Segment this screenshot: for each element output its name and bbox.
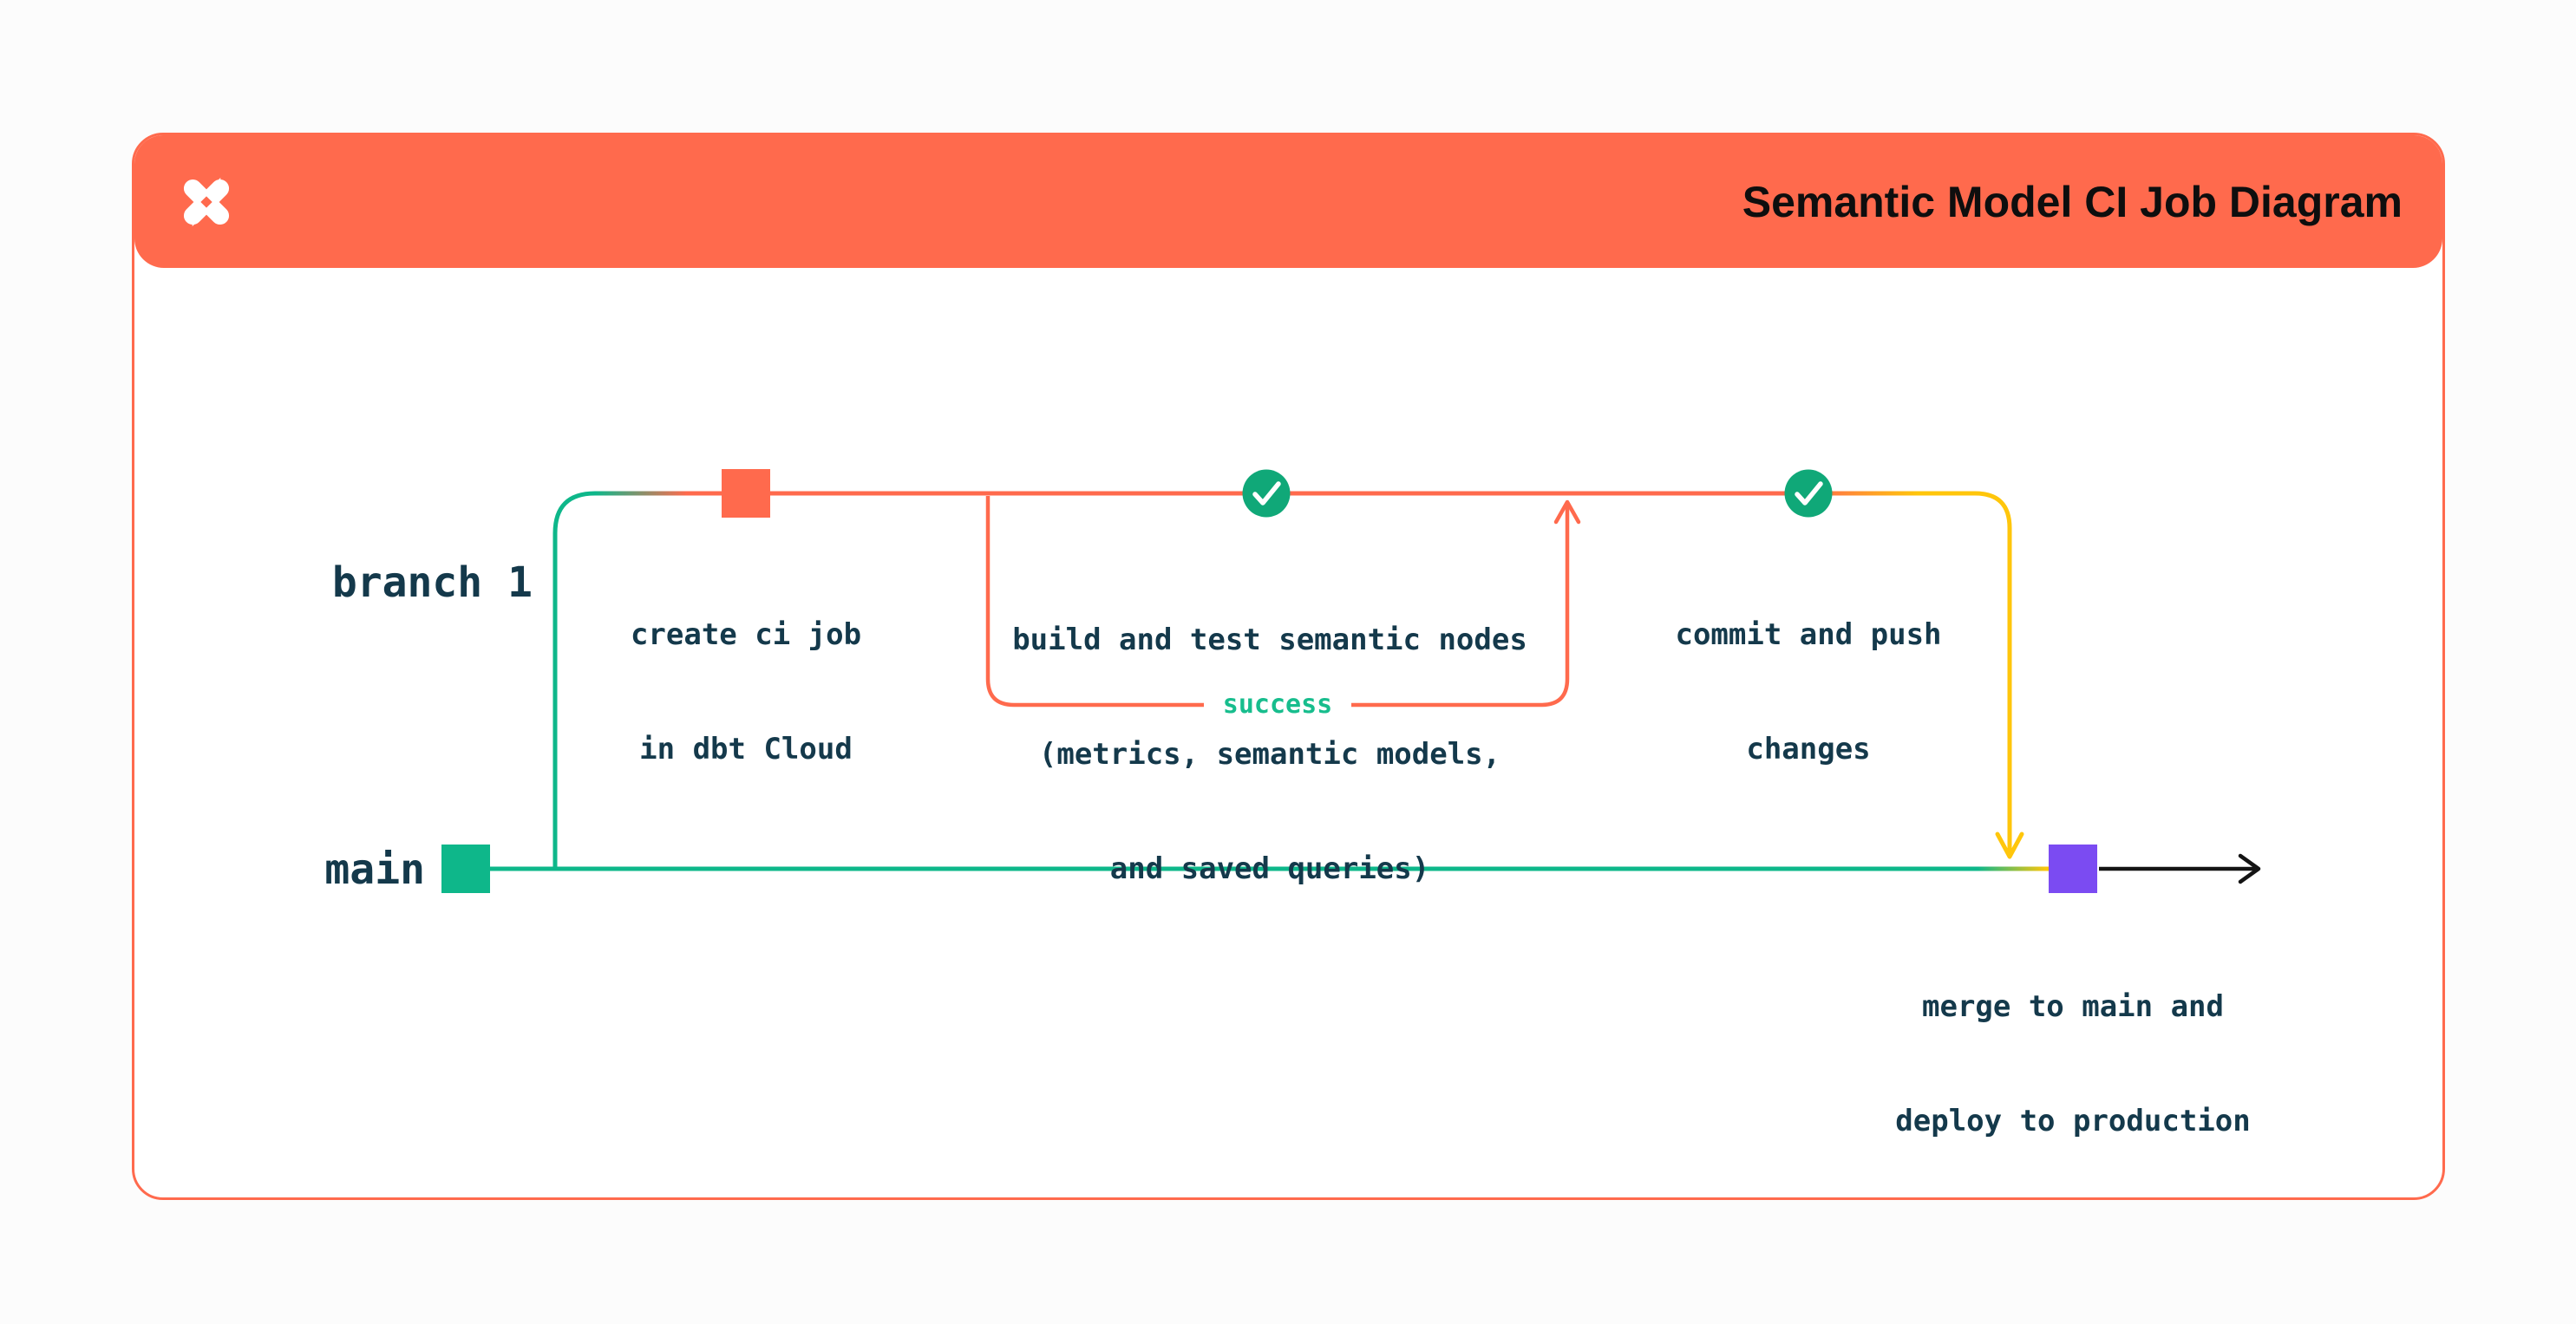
- dbt-logo-icon: [183, 177, 230, 226]
- merge-deploy-label: merge to main and deploy to production: [1895, 989, 2251, 1138]
- branch-1-label: branch 1: [331, 558, 533, 607]
- card-header: Semantic Model CI Job Diagram: [134, 135, 2442, 268]
- main-label: main: [324, 845, 425, 894]
- success-label: success: [1222, 689, 1333, 720]
- diagram-card: Semantic Model CI Job Diagram: [132, 133, 2445, 1200]
- page-title: Semantic Model CI Job Diagram: [1742, 177, 2403, 226]
- commit-push-label: commit and push changes: [1675, 617, 1942, 766]
- create-ci-label: create ci job in dbt Cloud: [630, 617, 862, 766]
- build-test-label: build and test semantic nodes (metrics, …: [1012, 623, 1527, 886]
